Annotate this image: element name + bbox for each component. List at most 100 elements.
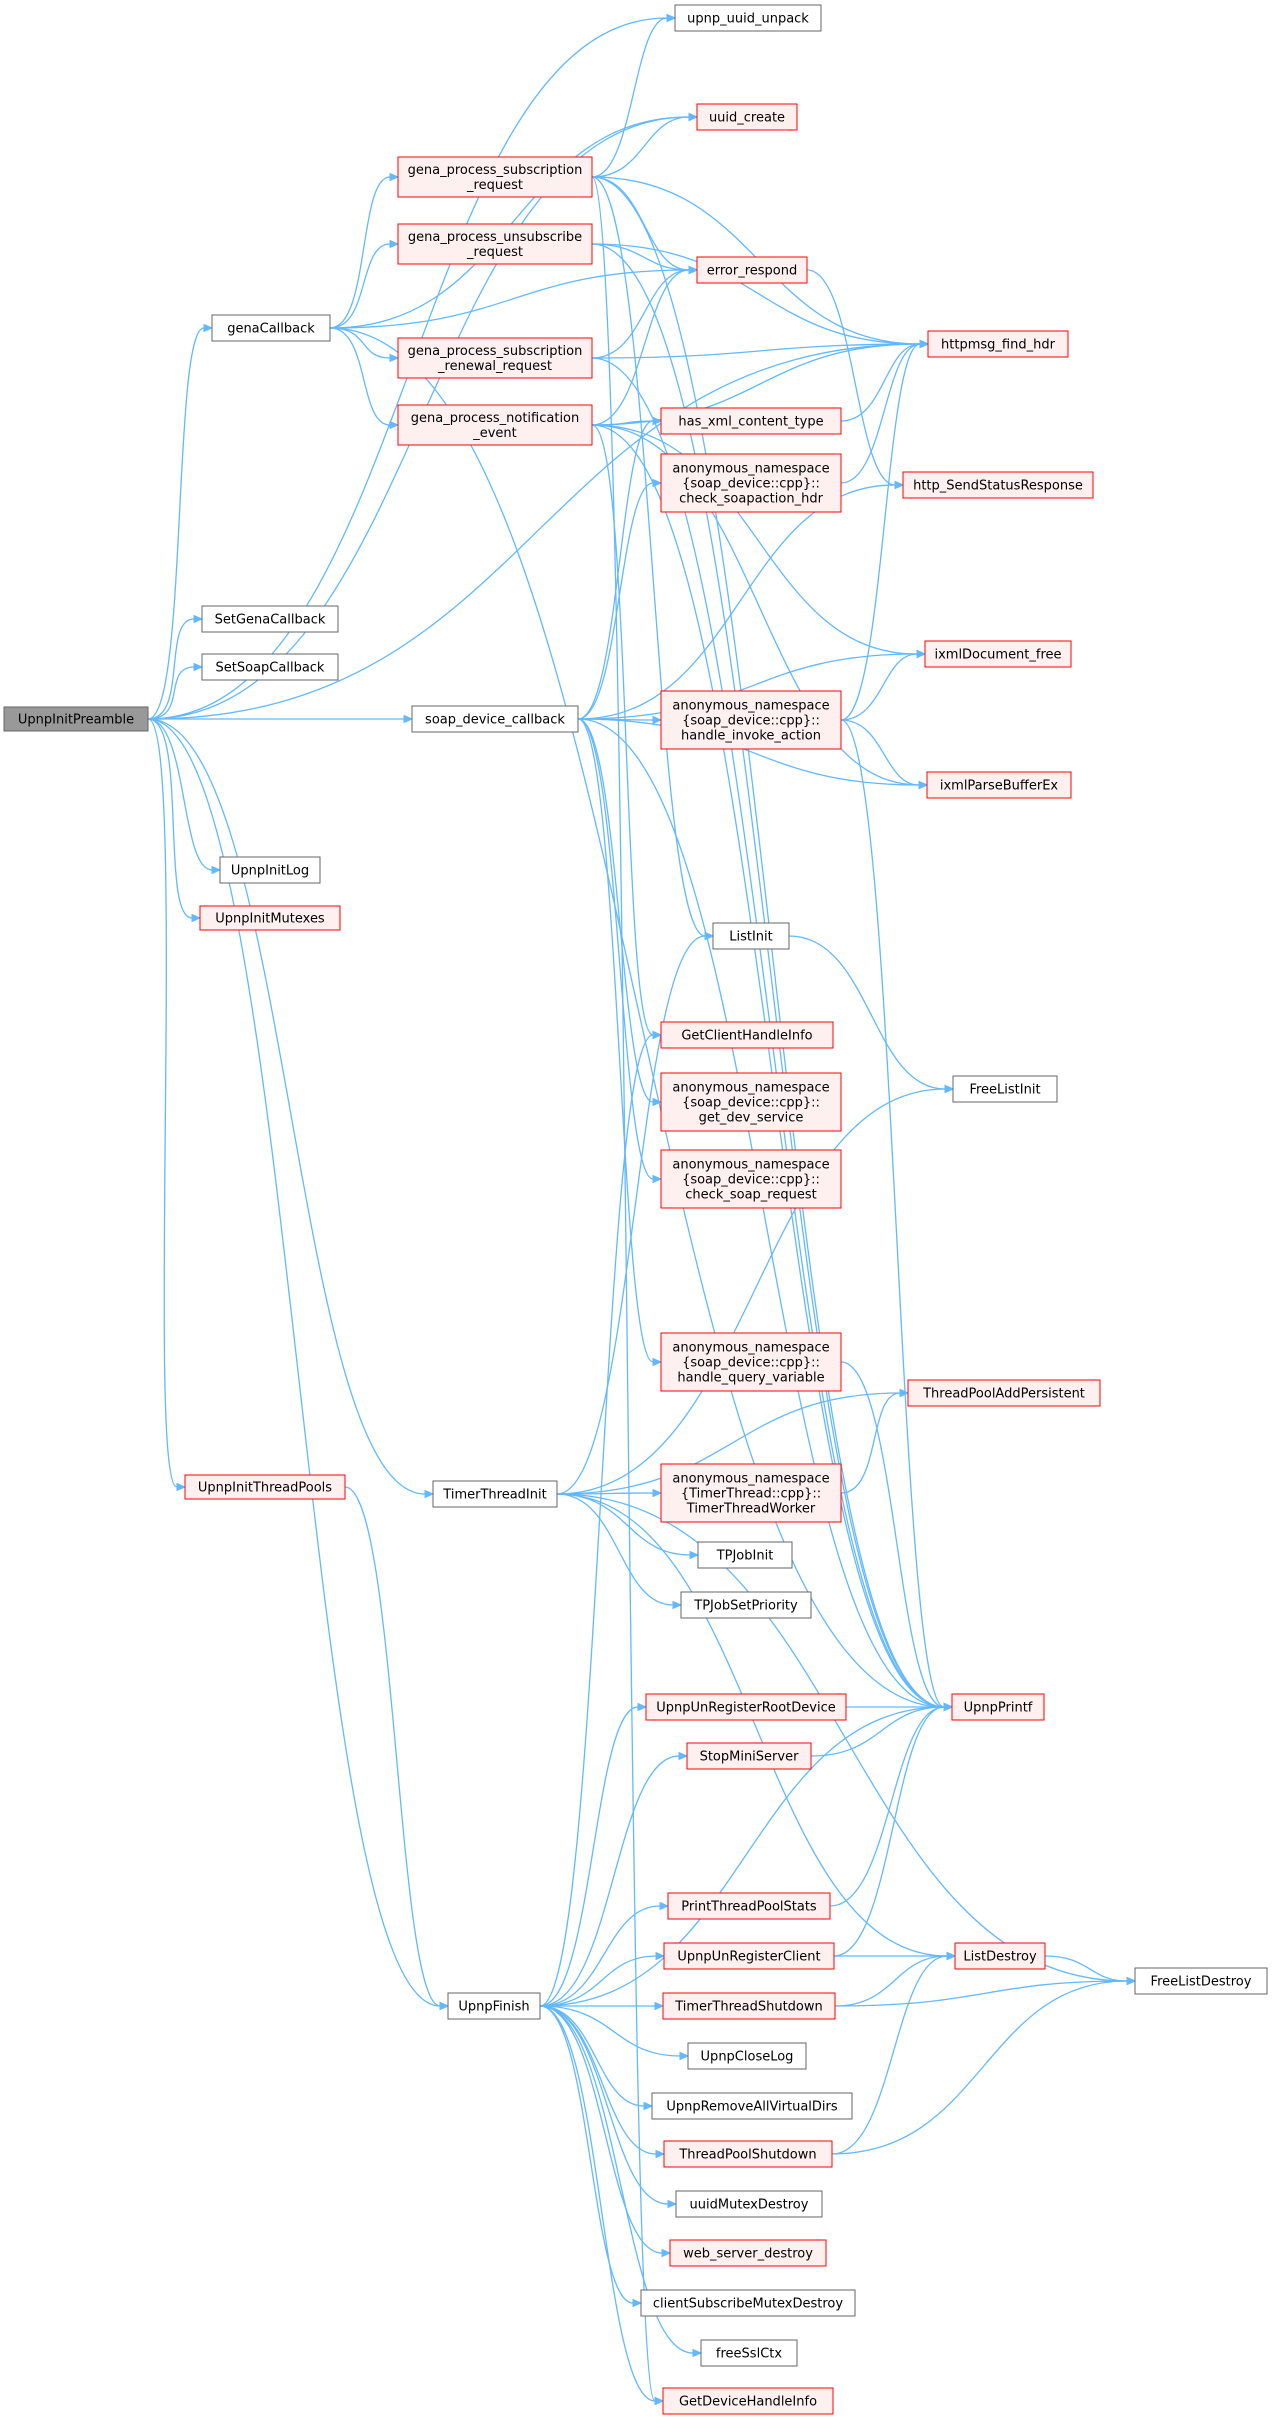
edge-soap-cb-to-check-soapaction: [577, 478, 663, 720]
edge-threadpoolshutdown-to-freelistdestroy: [831, 1976, 1137, 2155]
node-gena-notify[interactable]: gena_process_notification_event: [397, 404, 593, 446]
edge-upnpinitpreamble-to-upnpinitthreadpools: [147, 718, 187, 1492]
edge-gena-sub-to-upnp-uuid-unpack: [591, 13, 677, 178]
node-threadpoolshutdown[interactable]: ThreadPoolShutdown: [663, 2140, 833, 2168]
node-label: anonymous_namespace: [672, 1472, 829, 1487]
edge-genacallback-to-gena-sub: [329, 172, 400, 329]
node-handle-query[interactable]: anonymous_namespace{soap_device::cpp}::h…: [660, 1332, 842, 1392]
node-web-server-destroy[interactable]: web_server_destroy: [669, 2239, 827, 2267]
node-box: [712, 922, 790, 950]
node-ixmlparse[interactable]: ixmlParseBufferEx: [926, 771, 1072, 799]
node-upnpinitmutexes[interactable]: UpnpInitMutexes: [199, 905, 341, 931]
node-box: [924, 640, 1072, 668]
node-label: TimerThreadShutdown: [674, 2000, 823, 2015]
node-check-soapaction[interactable]: anonymous_namespace{soap_device::cpp}::c…: [660, 453, 842, 513]
node-soap-cb[interactable]: soap_device_callback: [411, 705, 579, 733]
node-label: StopMiniServer: [700, 1750, 800, 1765]
node-error-respond[interactable]: error_respond: [696, 256, 808, 284]
node-upnp-uuid-unpack[interactable]: upnp_uuid_unpack: [674, 4, 822, 32]
node-httpmsg-find-hdr[interactable]: httpmsg_find_hdr: [927, 330, 1069, 358]
node-freelistinit[interactable]: FreeListInit: [952, 1075, 1058, 1103]
node-label: TimerThreadInit: [442, 1488, 546, 1503]
node-timerthreadshutdown[interactable]: TimerThreadShutdown: [662, 1992, 836, 2020]
edge-upnpfinish-to-uuidmutexdestroy: [539, 2005, 678, 2209]
node-box: [663, 2140, 833, 2168]
node-box: [927, 330, 1069, 358]
node-printthreadpoolstats[interactable]: PrintThreadPoolStats: [667, 1892, 831, 1920]
edge-upnpinitpreamble-to-setgenacallback: [147, 614, 204, 720]
node-box: [680, 1591, 812, 1619]
node-gena-sub[interactable]: gena_process_subscription_request: [397, 156, 593, 198]
edge-timerthreadworker-to-threadpooladdpersistent: [840, 1388, 910, 1494]
node-label: ixmlDocument_free: [934, 648, 1061, 663]
node-timerthreadinit[interactable]: TimerThreadInit: [432, 1480, 558, 1508]
node-ixmldoc-free[interactable]: ixmlDocument_free: [924, 640, 1072, 668]
node-http-send[interactable]: http_SendStatusResponse: [902, 471, 1094, 499]
node-box: [1134, 1967, 1268, 1995]
node-upnpinitthreadpools[interactable]: UpnpInitThreadPools: [184, 1474, 346, 1500]
node-uuidmutexdestroy[interactable]: uuidMutexDestroy: [675, 2190, 823, 2218]
node-label: SetSoapCallback: [216, 661, 325, 676]
node-tpjobinit[interactable]: TPJobInit: [697, 1541, 793, 1569]
edge-handle-invoke-to-httpmsg-find-hdr: [840, 339, 930, 721]
edge-upnpinitpreamble-to-upnpinitlog: [147, 718, 222, 875]
edge-upnpinitpreamble-to-setsoapcallback: [147, 662, 204, 720]
node-gena-unsub[interactable]: gena_process_unsubscribe_request: [397, 223, 593, 265]
node-upnpcloselog[interactable]: UpnpCloseLog: [687, 2042, 807, 2070]
node-label: handle_query_variable: [677, 1371, 824, 1386]
node-upnpprintf[interactable]: UpnpPrintf: [951, 1693, 1045, 1721]
node-box: [696, 256, 808, 284]
node-clientsubscribemutexdestroy[interactable]: clientSubscribeMutexDestroy: [640, 2289, 856, 2317]
node-tpjobsetpriority[interactable]: TPJobSetPriority: [680, 1591, 812, 1619]
node-listinit[interactable]: ListInit: [712, 922, 790, 950]
node-label: UpnpUnRegisterClient: [677, 1950, 820, 1965]
node-box: [660, 1332, 842, 1392]
node-freelistdestroy[interactable]: FreeListDestroy: [1134, 1967, 1268, 1995]
node-label: gena_process_subscription: [408, 344, 583, 359]
node-box: [447, 1992, 541, 2020]
node-upnpfinish[interactable]: UpnpFinish: [447, 1992, 541, 2020]
node-check-soap-request[interactable]: anonymous_namespace{soap_device::cpp}::c…: [660, 1149, 842, 1209]
node-uuid-create[interactable]: uuid_create: [696, 103, 798, 131]
call-edges: [147, 13, 1137, 2406]
edge-upnpunregisterclient-to-upnpprintf: [833, 1702, 954, 1957]
node-upnpinitpreamble[interactable]: UpnpInitPreamble: [3, 706, 149, 732]
node-threadpooladdpersistent[interactable]: ThreadPoolAddPersistent: [907, 1379, 1101, 1407]
node-stopminiserver[interactable]: StopMiniServer: [686, 1742, 812, 1770]
node-upnpinitlog[interactable]: UpnpInitLog: [219, 856, 321, 884]
node-upnpunregisterrootdevice[interactable]: UpnpUnRegisterRootDevice: [645, 1693, 847, 1721]
edge-upnpfinish-to-upnpunregisterrootdevice: [539, 1702, 648, 2007]
node-label: FreeListDestroy: [1151, 1975, 1252, 1990]
node-has-xml[interactable]: has_xml_content_type: [660, 407, 842, 435]
node-setsoapcallback[interactable]: SetSoapCallback: [201, 653, 339, 681]
node-upnpunregisterclient[interactable]: UpnpUnRegisterClient: [663, 1942, 835, 1970]
node-label: UpnpCloseLog: [701, 2050, 794, 2065]
node-label: TimerThreadWorker: [686, 1502, 816, 1517]
node-label: has_xml_content_type: [678, 415, 823, 430]
edge-upnpinitpreamble-to-upnpinitmutexes: [147, 718, 202, 923]
node-label: _request: [466, 245, 523, 260]
node-label: {soap_device::cpp}::: [682, 1096, 820, 1111]
node-freesslctx[interactable]: freeSslCtx: [700, 2339, 798, 2367]
node-listdestroy[interactable]: ListDestroy: [954, 1942, 1046, 1970]
node-box: [674, 4, 822, 32]
node-label: UpnpPrintf: [964, 1701, 1033, 1716]
edge-upnpinitpreamble-to-genacallback: [147, 323, 214, 720]
node-label: get_dev_service: [699, 1111, 804, 1126]
node-getclienthandleinfo[interactable]: GetClientHandleInfo: [660, 1021, 834, 1049]
node-handle-invoke[interactable]: anonymous_namespace{soap_device::cpp}::h…: [660, 690, 842, 750]
node-genacallback[interactable]: genaCallback: [211, 314, 331, 342]
node-getdevicehandleinfo[interactable]: GetDeviceHandleInfo: [662, 2387, 834, 2415]
edge-threadpoolshutdown-to-listdestroy: [831, 1951, 957, 2155]
node-gena-renew[interactable]: gena_process_subscription_renewal_reques…: [397, 337, 593, 379]
edge-genacallback-to-error-respond: [329, 265, 699, 329]
node-get-dev-service[interactable]: anonymous_namespace{soap_device::cpp}::g…: [660, 1072, 842, 1132]
edge-upnpfinish-to-threadpoolshutdown: [539, 2005, 666, 2159]
edge-timerthreadinit-to-tpjobsetpriority: [556, 1493, 683, 1610]
edge-upnpfinish-to-freesslctx: [539, 2005, 703, 2358]
node-setgenacallback[interactable]: SetGenaCallback: [201, 605, 339, 633]
node-box: [201, 653, 339, 681]
node-timerthreadworker[interactable]: anonymous_namespace{TimerThread::cpp}::T…: [660, 1463, 842, 1523]
node-upnpremoveallvirtualdirs[interactable]: UpnpRemoveAllVirtualDirs: [651, 2092, 853, 2120]
